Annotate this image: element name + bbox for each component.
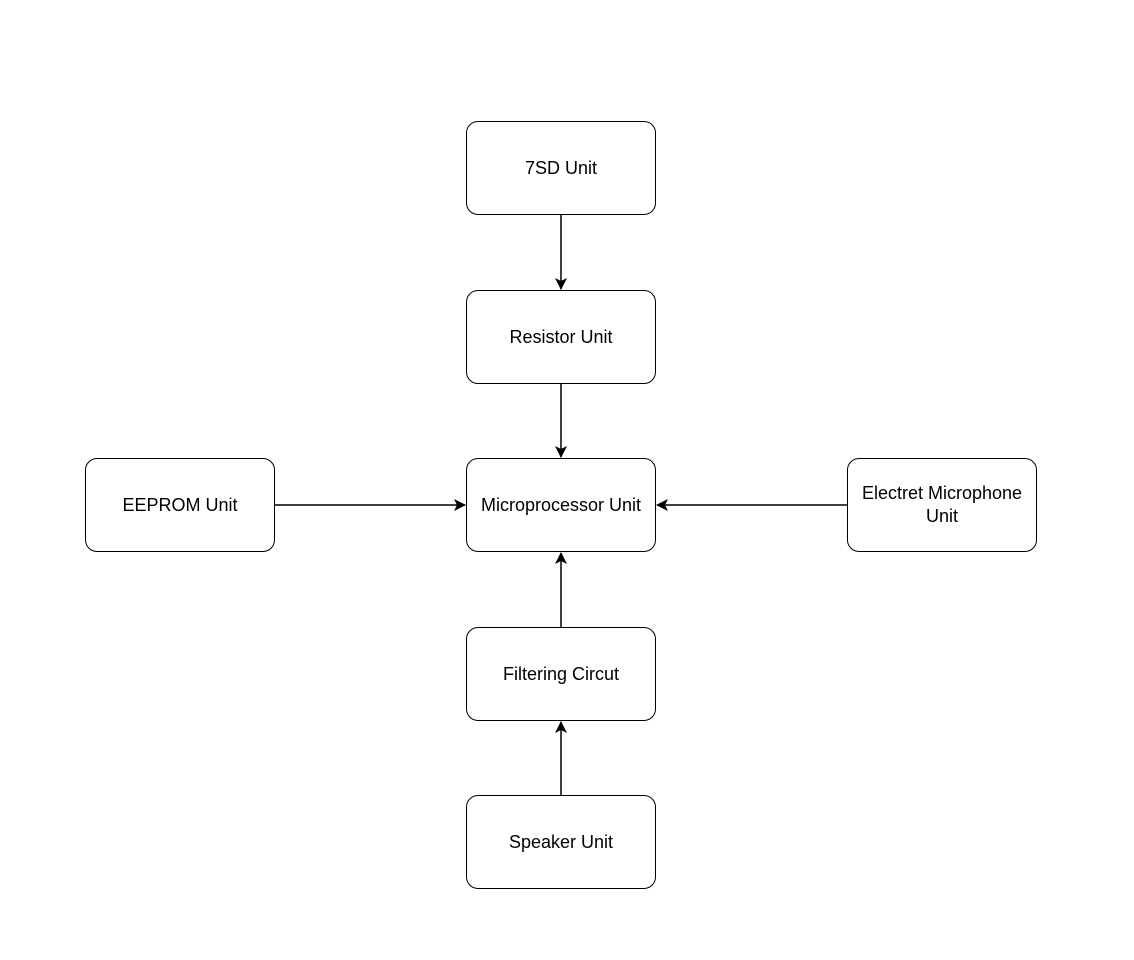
node-eeprom-unit: EEPROM Unit	[85, 458, 275, 552]
node-microprocessor-unit: Microprocessor Unit	[466, 458, 656, 552]
node-label: Filtering Circut	[502, 663, 620, 684]
node-label: Resistor Unit	[509, 326, 613, 347]
node-speaker-unit: Speaker Unit	[466, 795, 656, 889]
node-label: 7SD Unit	[524, 157, 598, 178]
node-label: Speaker Unit	[508, 831, 614, 852]
node-filtering-circut: Filtering Circut	[466, 627, 656, 721]
node-resistor-unit: Resistor Unit	[466, 290, 656, 384]
node-label: Electret Microphone Unit	[861, 483, 1023, 526]
node-label: Microprocessor Unit	[480, 494, 642, 515]
node-7sd-unit: 7SD Unit	[466, 121, 656, 215]
node-electret-microphone-unit: Electret Microphone Unit	[847, 458, 1037, 552]
node-label: EEPROM Unit	[122, 494, 238, 515]
